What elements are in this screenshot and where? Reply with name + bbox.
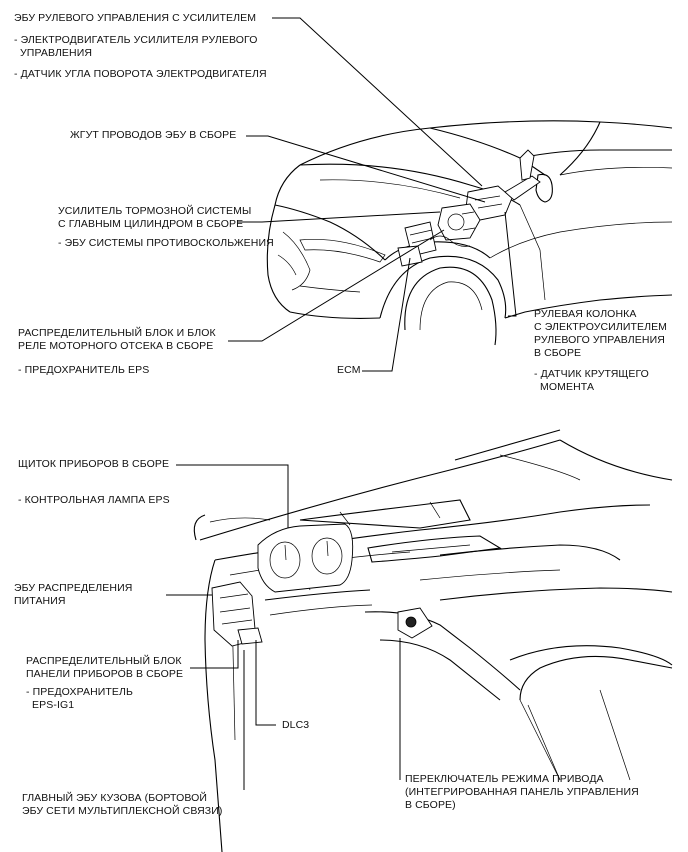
brake-booster-label: УСИЛИТЕЛЬ ТОРМОЗНОЙ СИСТЕМЫ С ГЛАВНЫМ ЦИ…: [58, 205, 252, 230]
eps-motor-label: - ЭЛЕКТРОДВИГАТЕЛЬ УСИЛИТЕЛЯ РУЛЕВОГО УП…: [14, 34, 258, 59]
engine-room-jb-label: РАСПРЕДЕЛИТЕЛЬНЫЙ БЛОК И БЛОК РЕЛЕ МОТОР…: [18, 327, 216, 352]
ecu-harness-label: ЖГУТ ПРОВОДОВ ЭБУ В СБОРЕ: [70, 129, 237, 141]
car-exterior-drawing: [266, 120, 673, 346]
eps-ecu-label: ЭБУ РУЛЕВОГО УПРАВЛЕНИЯ С УСИЛИТЕЛЕМ: [14, 12, 257, 24]
eps-fuse-label: - ПРЕДОХРАНИТЕЛЬ EPS: [18, 364, 150, 376]
motor-angle-sensor-label: - ДАТЧИК УГЛА ПОВОРОТА ЭЛЕКТРОДВИГАТЕЛЯ: [14, 68, 267, 80]
drive-mode-switch-label: ПЕРЕКЛЮЧАТЕЛЬ РЕЖИМА ПРИВОДА (ИНТЕГРИРОВ…: [405, 773, 639, 811]
instrument-panel-jb-label: РАСПРЕДЕЛИТЕЛЬНЫЙ БЛОК ПАНЕЛИ ПРИБОРОВ В…: [26, 655, 184, 680]
skid-control-ecu-label: - ЭБУ СИСТЕМЫ ПРОТИВОСКОЛЬЖЕНИЯ: [58, 237, 274, 249]
combination-meter-label: ЩИТОК ПРИБОРОВ В СБОРЕ: [18, 458, 170, 470]
ecm-label: ECM: [337, 364, 361, 376]
steering-column-label: РУЛЕВАЯ КОЛОНКА С ЭЛЕКТРОУСИЛИТЕЛЕМ РУЛЕ…: [534, 308, 668, 359]
leader-lines-top: [228, 17, 517, 372]
power-dist-ecu-label: ЭБУ РАСПРЕДЕЛЕНИЯ ПИТАНИЯ: [14, 582, 133, 607]
dlc3-label: DLC3: [282, 719, 310, 731]
main-body-ecu-label: ГЛАВНЫЙ ЭБУ КУЗОВА (БОРТОВОЙ ЭБУ СЕТИ МУ…: [22, 792, 223, 817]
eps-ig1-fuse-label: - ПРЕДОХРАНИТЕЛЬ EPS-IG1: [26, 686, 134, 711]
interior-drawing: [193, 429, 673, 852]
leader-lines-bottom: [166, 464, 401, 790]
torque-sensor-label: - ДАТЧИК КРУТЯЩЕГО МОМЕНТА: [534, 368, 649, 393]
eps-warning-light-label: - КОНТРОЛЬНАЯ ЛАМПА EPS: [18, 494, 170, 506]
